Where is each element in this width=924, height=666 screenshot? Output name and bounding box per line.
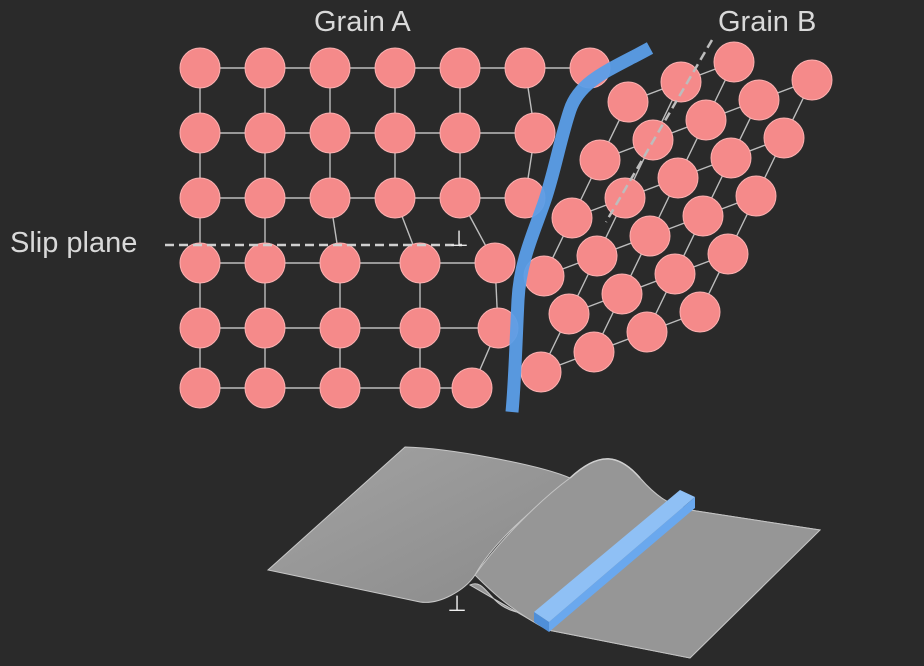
atom	[399, 367, 441, 409]
atom	[548, 293, 590, 335]
atom	[520, 351, 562, 393]
atom	[179, 47, 221, 89]
grain-a-label: Grain A	[314, 6, 411, 38]
atom	[179, 112, 221, 154]
atom	[244, 242, 286, 284]
atom	[439, 112, 481, 154]
dislocation-symbol-surface: ⊥	[447, 592, 466, 617]
atom	[179, 242, 221, 284]
atom	[244, 47, 286, 89]
atom	[374, 177, 416, 219]
grain-boundary-curve	[505, 42, 654, 413]
atom	[244, 367, 286, 409]
atom	[504, 47, 546, 89]
atom	[439, 47, 481, 89]
atom	[679, 291, 721, 333]
atom	[399, 307, 441, 349]
atom	[791, 59, 833, 101]
atom	[451, 367, 493, 409]
atom	[244, 112, 286, 154]
atom	[309, 47, 351, 89]
atom	[179, 367, 221, 409]
atom	[654, 253, 696, 295]
grain-b-pointer-line	[604, 39, 714, 223]
grain-a-atoms	[179, 47, 611, 409]
atom	[179, 307, 221, 349]
atom	[735, 175, 777, 217]
slip-plane-label: Slip plane	[10, 227, 138, 259]
atom	[601, 273, 643, 315]
grain-b-label: Grain B	[718, 6, 817, 38]
atom	[573, 331, 615, 373]
atom	[607, 81, 649, 123]
atom	[319, 367, 361, 409]
atom	[179, 177, 221, 219]
atom	[707, 233, 749, 275]
atom	[551, 197, 593, 239]
grain-b-atoms	[520, 41, 833, 393]
atom	[579, 139, 621, 181]
atom	[685, 99, 727, 141]
atom	[576, 235, 618, 277]
atom	[710, 137, 752, 179]
atom	[738, 79, 780, 121]
atom	[626, 311, 668, 353]
atom	[660, 61, 702, 103]
atom	[319, 242, 361, 284]
atom	[374, 47, 416, 89]
atom	[657, 157, 699, 199]
atom	[309, 112, 351, 154]
atom	[439, 177, 481, 219]
atom	[763, 117, 805, 159]
atom	[474, 242, 516, 284]
dislocation-symbol-lattice: ⊥	[449, 227, 468, 252]
atom	[309, 177, 351, 219]
atom	[713, 41, 755, 83]
atom	[629, 215, 671, 257]
atom	[514, 112, 556, 154]
atom	[374, 112, 416, 154]
atom	[244, 177, 286, 219]
slip-surface-model	[266, 446, 822, 659]
atom	[399, 242, 441, 284]
atom	[682, 195, 724, 237]
atom	[244, 307, 286, 349]
atom	[604, 177, 646, 219]
atom	[319, 307, 361, 349]
